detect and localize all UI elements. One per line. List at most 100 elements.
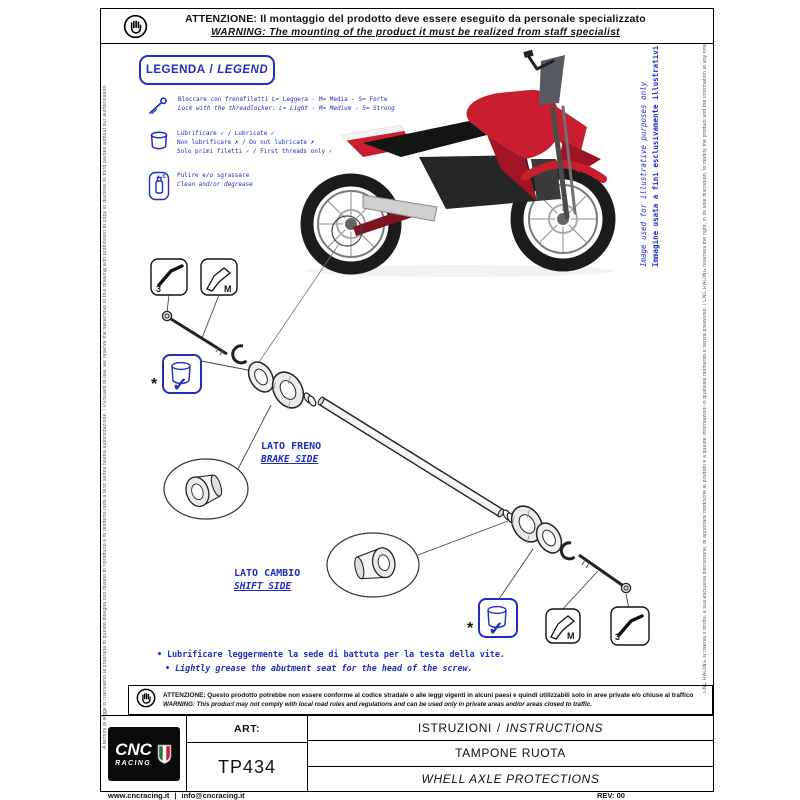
brake-side-label-it: LATO FRENO xyxy=(261,441,322,452)
front-mudguard xyxy=(521,160,607,183)
brake-side-detail xyxy=(163,458,249,520)
product-name-it: TAMPONE RUOTA xyxy=(455,746,566,761)
washer-right xyxy=(502,509,516,524)
tail-stripe xyxy=(341,125,404,141)
front-wheel xyxy=(510,166,616,272)
threadlocker-grade-label: M xyxy=(567,631,575,641)
article-cell: ART: TP434 xyxy=(187,716,308,791)
lubrication-note-it: • Lubrificare leggermente la sede di bat… xyxy=(157,649,505,659)
doc-title-it: ISTRUZIONI xyxy=(417,721,492,736)
callout-threadlocker-m-top: M xyxy=(200,258,238,296)
lower-fairing xyxy=(487,135,537,201)
engine xyxy=(419,155,537,209)
footer-website: www.cncracing.it xyxy=(108,790,170,800)
product-name-en-row: WHELL AXLE PROTECTIONS xyxy=(308,767,713,791)
sheet-frame: ATTENZIONE: Il montaggio del prodotto de… xyxy=(100,8,714,792)
shift-side-detail xyxy=(326,532,420,598)
legend-item-degrease: Pulire e/o sgrassare Clean and/or degrea… xyxy=(148,171,253,201)
header-warning-en: WARNING: The mounting of the product it … xyxy=(211,27,620,39)
left-legal-note: A termini di legge ci riserviamo la prop… xyxy=(103,83,108,749)
footer-separator: | xyxy=(174,790,177,800)
axle-screw-right xyxy=(578,553,632,594)
axle-detail-circle xyxy=(331,215,363,247)
callout-allen-key-3-bottom: 3 xyxy=(610,606,650,646)
product-name-it-row: TAMPONE RUOTA xyxy=(308,741,713,767)
allen-key-size-label: 3 xyxy=(615,632,620,642)
attention-hand-icon xyxy=(123,14,148,39)
lubricate-check-label: ✓ xyxy=(488,619,504,640)
doc-title-en: INSTRUCTIONS xyxy=(505,721,604,736)
threadlocker-tube-icon xyxy=(206,267,232,292)
callout-allen-key-3-top: 3 xyxy=(150,258,188,296)
brake-side-label: LATO FRENO BRAKE SIDE xyxy=(261,440,321,466)
grease-star-label: * xyxy=(467,620,474,637)
grease-pot-icon xyxy=(171,361,191,385)
legend-lubricate-line2: Non lubrificare ✗ / Do not lubricate ✗ xyxy=(177,139,315,146)
attention-hand-icon xyxy=(136,688,156,713)
callout-threadlocker-m-bottom: M xyxy=(545,608,581,644)
radiator xyxy=(531,159,561,201)
legend-lubricate-line3: Solo primi filetti ✓ / First threads onl… xyxy=(177,148,333,155)
lubrication-note-en: • Lightly grease the abutment seat for t… xyxy=(165,663,473,673)
legend-degrease-en: Clean and/or degrease xyxy=(177,181,253,188)
doc-title-row: ISTRUZIONI / INSTRUCTIONS xyxy=(308,716,713,742)
right-legal-note: CNC RACING si riserva il diritto, a sua … xyxy=(703,43,708,693)
threadlocker-grade-label: M xyxy=(224,284,232,294)
detail-leader-line xyxy=(252,243,340,372)
article-label: ART: xyxy=(187,716,307,743)
circlip-left xyxy=(231,344,248,365)
grease-pot-icon xyxy=(150,131,168,150)
legend-item-lubricate: Lubrificare ✓ / Lubricate ✓ Non lubrific… xyxy=(148,129,332,156)
header-warning-it: ATTENZIONE: Il montaggio del prodotto de… xyxy=(185,12,646,25)
seat xyxy=(363,121,487,157)
protection-cup-left xyxy=(271,371,305,410)
axle-screw-left xyxy=(161,310,228,356)
front-beak xyxy=(559,141,601,173)
product-name-en: WHELL AXLE PROTECTIONS xyxy=(421,771,600,786)
allen-key-icon xyxy=(157,264,184,287)
image-disclaimer-it: Immagine usata a fini esclusivamente ill… xyxy=(652,45,660,267)
cnc-racing-logo: CNC RACING xyxy=(107,726,180,781)
handlebar xyxy=(527,55,555,71)
circlip-right xyxy=(559,541,576,561)
washer-left xyxy=(303,392,317,407)
grease-pot-icon xyxy=(487,605,507,629)
shift-side-label-en: SHIFT SIDE xyxy=(234,580,292,592)
footer-email: info@cncracing.it xyxy=(181,790,245,800)
brake-side-label-en: BRAKE SIDE xyxy=(261,453,319,465)
callout-grease-check-right: * ✓ xyxy=(467,598,518,640)
legend-item-threadlocker: Bloccare con frenafiletti L= Leggera - M… xyxy=(147,95,395,117)
header-warning-banner: ATTENZIONE: Il montaggio del prodotto de… xyxy=(101,9,713,44)
wheel-axle-tube xyxy=(317,396,505,518)
protection-ring-left xyxy=(247,361,275,393)
legend-lubricate-line1: Lubrificare ✓ / Lubricate ✓ xyxy=(177,130,275,137)
protection-cup-right xyxy=(510,505,544,544)
legend-threadlocker-it: Bloccare con frenafiletti L= Leggera - M… xyxy=(178,96,388,103)
legend-title-box: LEGENDA / LEGEND xyxy=(139,55,275,85)
rear-wheel xyxy=(300,173,402,275)
fork-leg xyxy=(550,106,570,220)
article-number: TP434 xyxy=(217,756,277,777)
exhaust xyxy=(362,194,438,222)
legend-title-en: LEGEND xyxy=(217,64,269,76)
legend-title-it: LEGENDA xyxy=(145,64,206,76)
callout-grease-check-left: * ✓ xyxy=(151,354,202,396)
exploded-view-diagram: 3 M * xyxy=(150,49,650,646)
logo-cell: CNC RACING xyxy=(101,716,187,791)
title-block: CNC RACING ART: TP434 ISTRUZIONI / xyxy=(101,715,713,791)
threadlocker-screw-icon xyxy=(149,97,167,115)
tail-fairing xyxy=(341,125,413,157)
grease-star-label: * xyxy=(151,376,158,393)
allen-key-size-label: 3 xyxy=(156,284,161,294)
logo-text-cnc: CNC xyxy=(115,739,152,759)
sheet-footer: www.cncracing.it | info@cncracing.it REV… xyxy=(100,790,712,800)
shift-side-label: LATO CAMBIO SHIFT SIDE xyxy=(234,567,300,593)
shift-side-label-it: LATO CAMBIO xyxy=(234,568,301,579)
lubricate-check-label: ✓ xyxy=(172,375,188,396)
road-use-warning-en: WARNING: This product may not comply wit… xyxy=(163,701,592,709)
allen-key-icon xyxy=(617,614,644,637)
fork-leg-2 xyxy=(561,105,577,215)
revision-label: REV: 00 xyxy=(597,790,625,800)
windscreen xyxy=(539,55,565,105)
